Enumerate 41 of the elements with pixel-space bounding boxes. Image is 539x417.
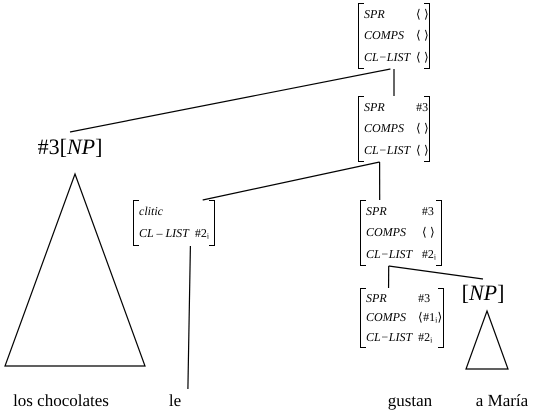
feature-value: ⟨ ⟩ xyxy=(415,122,430,136)
feature-value: #2$_{i}$ xyxy=(420,248,436,261)
feature-name: SPR xyxy=(366,292,388,306)
feature-value: ⟨ ⟩ xyxy=(415,144,430,157)
tree-branch xyxy=(388,265,484,280)
feature-value: #3 xyxy=(415,101,428,114)
feature-name: SPR xyxy=(366,205,388,218)
feature-value: #2$_{i}$ xyxy=(194,227,209,241)
word: a María xyxy=(466,389,538,413)
feature-value: ⟨ ⟩ xyxy=(415,8,430,22)
feature-name: CL−LIST xyxy=(366,330,412,344)
feature-name: CL−LIST xyxy=(366,248,412,261)
feature-value: ⟨ ⟩ xyxy=(420,226,435,240)
feature-value: #2$_{i}$ xyxy=(417,330,432,344)
feature-name: CL−LIST xyxy=(364,50,410,64)
word: gustan xyxy=(375,389,445,413)
feature-name: SPR xyxy=(364,101,386,114)
category-label: #3[NP] xyxy=(30,132,110,162)
category-label: [NP] xyxy=(455,279,511,307)
tree-branch xyxy=(187,246,191,389)
tree-branch xyxy=(202,161,380,201)
feature-value: ⟨ ⟩ xyxy=(415,29,430,43)
feature-value: #3 xyxy=(420,205,434,218)
feature-name: COMPS xyxy=(364,29,405,43)
word: los chocolates xyxy=(0,389,122,413)
tree-branch xyxy=(379,162,380,200)
feature-value: #3 xyxy=(417,292,430,306)
feature-matrix xyxy=(360,200,442,266)
tree-branch xyxy=(393,69,395,96)
feature-name: clitic xyxy=(139,205,164,219)
word: le xyxy=(160,389,190,413)
feature-name: COMPS xyxy=(366,226,407,240)
tree-branch xyxy=(388,266,390,288)
feature-name: COMPS xyxy=(364,122,405,136)
feature-name: COMPS xyxy=(366,311,407,325)
feature-name: CL−LIST xyxy=(364,144,410,157)
feature-value: ⟨#1$_{i}$⟩ xyxy=(417,311,442,325)
feature-name: CL – LIST xyxy=(139,227,189,241)
feature-name: SPR xyxy=(364,8,386,22)
feature-value: ⟨ ⟩ xyxy=(415,50,430,64)
tree-branch xyxy=(70,68,391,133)
